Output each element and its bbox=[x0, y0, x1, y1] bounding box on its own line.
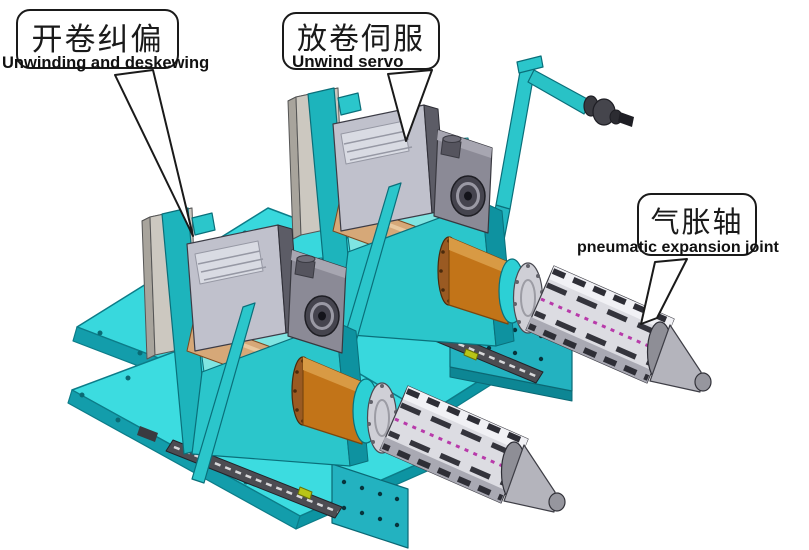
sensor-head bbox=[583, 95, 634, 127]
leader-unwind-servo bbox=[387, 69, 433, 142]
callout-unwind-servo: 放卷伺服 bbox=[282, 12, 440, 70]
front-machine bbox=[67, 208, 565, 549]
callout-leaders bbox=[114, 69, 688, 325]
leader-pneumatic-expansion bbox=[640, 258, 688, 325]
callout-zh-label: 开卷纠偏 bbox=[31, 21, 164, 58]
callout-zh-label: 放卷伺服 bbox=[297, 22, 425, 57]
callout-pneumatic-expansion: 气胀轴 bbox=[637, 193, 757, 256]
callout-en-label: pneumatic expansion joint bbox=[577, 239, 779, 256]
callout-en-label: Unwind servo bbox=[292, 52, 404, 71]
callout-zh-label: 气胀轴 bbox=[650, 204, 744, 239]
callout-en-label: Unwinding and deskewing bbox=[2, 54, 210, 72]
leader-unwinding-deskewing bbox=[114, 69, 194, 237]
callout-unwinding-deskewing: 开卷纠偏 bbox=[16, 9, 179, 69]
